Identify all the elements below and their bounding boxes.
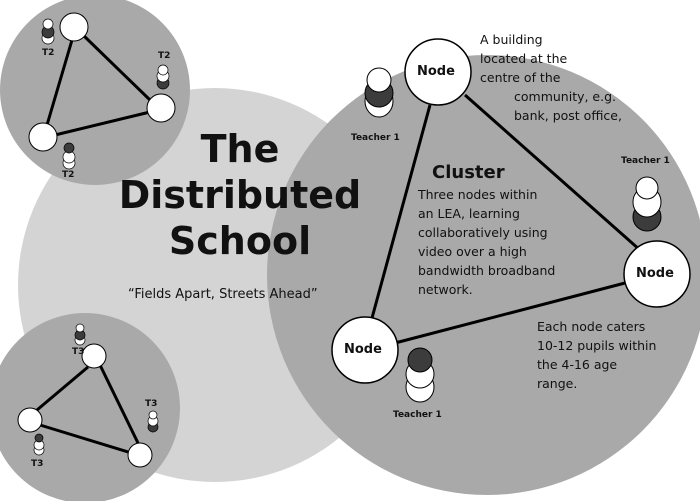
subtitle: “Fields Apart, Streets Ahead”: [128, 287, 318, 302]
teacher-label-bottom: Teacher 1: [393, 410, 442, 420]
node-label-bottom: Node: [344, 342, 382, 357]
t2-node: [59, 12, 89, 42]
t3-node: [127, 442, 153, 468]
note-line: the 4-16 age: [537, 357, 618, 372]
page-title: The Distributed School: [115, 126, 365, 264]
teacher-figure-top: [364, 67, 394, 118]
main-cluster-links: [370, 93, 641, 345]
title-line: School: [168, 219, 312, 263]
description-line: network.: [418, 282, 473, 297]
description-line: video over a high: [418, 244, 527, 259]
note-line: A building: [480, 32, 543, 47]
node-label-right: Node: [636, 266, 674, 281]
node-label-top: Node: [417, 64, 455, 79]
note-line: located at the: [480, 51, 568, 66]
t3-label: T3: [72, 347, 85, 357]
t3-node: [17, 407, 43, 433]
node-right: [623, 240, 691, 308]
t3-label: T3: [31, 459, 44, 469]
title-line: Distributed: [118, 173, 362, 217]
teacher-figure-bottom: [405, 347, 435, 403]
note-line: bank, post office,: [514, 108, 622, 123]
note-line: community, e.g.: [514, 89, 617, 104]
t3-node: [81, 343, 107, 369]
teacher-label-top: Teacher 1: [351, 133, 400, 143]
node-bottom: [331, 316, 399, 384]
description-line: an LEA, learning: [418, 206, 520, 221]
t2-label: T2: [158, 51, 171, 61]
t2-node: [146, 93, 176, 123]
note-line: range.: [537, 376, 578, 391]
t2-label: T2: [42, 48, 55, 58]
t2-node: [28, 122, 58, 152]
teacher-figure-right: [632, 176, 662, 232]
node-top: [404, 38, 472, 106]
t3-cluster-links: [36, 364, 140, 454]
description-line: Three nodes within: [418, 187, 538, 202]
teacher-label-right: Teacher 1: [621, 156, 670, 166]
note-line: 10-12 pupils within: [537, 338, 657, 353]
description-line: bandwidth broadband: [418, 263, 556, 278]
t3-teacher-figures: [33, 323, 159, 456]
t2-teacher-figures: [41, 18, 170, 170]
cluster-heading: Cluster: [432, 162, 505, 183]
main-cluster-circle: [267, 55, 700, 495]
caters-note: Each node caters 10-12 pupils within the…: [537, 317, 656, 393]
title-line: The: [200, 127, 280, 171]
t2-label: T2: [62, 170, 75, 180]
description-line: collaboratively using: [418, 225, 548, 240]
t3-label: T3: [145, 399, 158, 409]
t2-cluster-links: [45, 33, 152, 137]
note-line: Each node caters: [537, 319, 646, 334]
note-line: centre of the: [480, 70, 561, 85]
building-note: A building located at the centre of the …: [480, 30, 622, 125]
cluster-description: Three nodes within an LEA, learning coll…: [418, 185, 555, 299]
